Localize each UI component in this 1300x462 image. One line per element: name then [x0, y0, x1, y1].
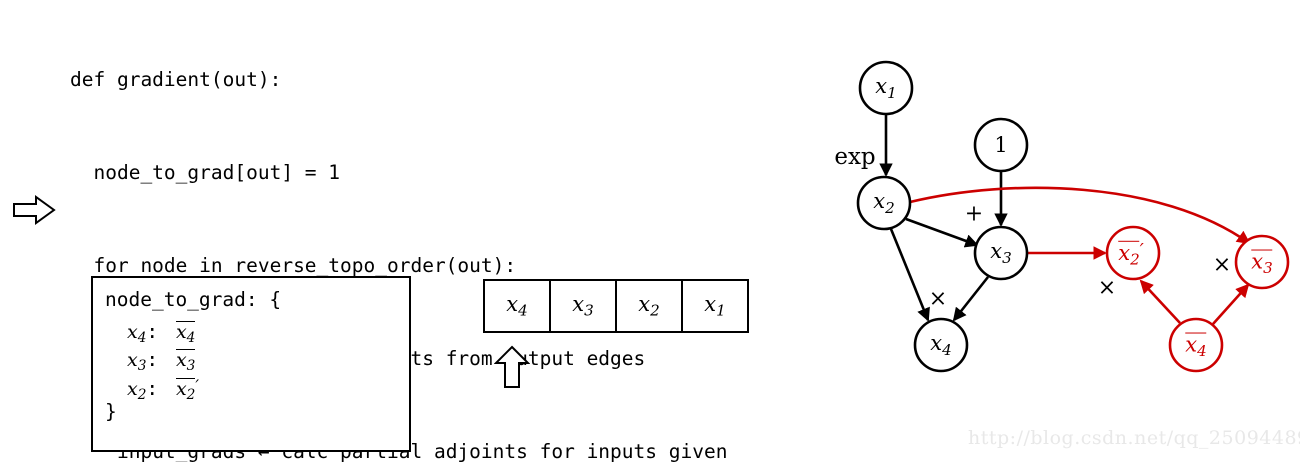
node-to-grad-entry-x4: x4: x4 — [127, 320, 196, 347]
topo-cell-x1[interactable]: x1 — [681, 279, 749, 333]
code-line-2: for node in reverse_topo_order(out): — [70, 254, 517, 277]
edge-x4bar-to-x3bar — [1212, 283, 1250, 325]
entry-value-x2bar: x2 — [175, 378, 196, 404]
node-to-grad-entry-x3: x3: x3 — [127, 348, 196, 375]
graph-node-label-x3: x3 — [990, 239, 1012, 267]
node-to-grad-title: node_to_grad: { — [105, 288, 282, 311]
edge-label-plus: + — [964, 201, 984, 227]
code-line-0: def gradient(out): — [70, 68, 282, 91]
edge-label-times-x2bar: × — [1097, 275, 1117, 301]
arrow-right-outline-icon — [13, 195, 56, 225]
edge-x2-to-x3bar-curved — [909, 186, 1251, 245]
entry-key-x3: x3 — [127, 349, 147, 375]
graph-node-label-x2: x2 — [873, 189, 895, 217]
entry-separator: : — [146, 320, 170, 343]
edge-x3-to-x4 — [952, 276, 990, 322]
table-row: x4 x3 x2 x1 — [483, 279, 749, 333]
graph-node-label-x2bar: x2′ — [1118, 239, 1144, 269]
entry-value-x4bar: x4 — [175, 321, 196, 347]
reverse-topo-order-table: x4 x3 x2 x1 — [483, 279, 749, 333]
edge-x2-to-x4 — [889, 228, 930, 322]
node-to-grad-entry-x2: x2: x2′ — [127, 376, 199, 403]
entry-key-x4: x4 — [127, 321, 147, 347]
node-to-grad-close-brace: } — [105, 400, 117, 423]
code-line-1: node_to_grad[out] = 1 — [70, 161, 341, 184]
edge-label-times-x3bar: × — [1212, 252, 1232, 278]
edge-label-times-x4: × — [928, 286, 948, 312]
arrow-up-outline-icon — [494, 345, 530, 388]
entry-separator: : — [146, 348, 170, 371]
topo-cell-x3[interactable]: x3 — [549, 279, 617, 333]
prime-mark: ′ — [195, 376, 200, 395]
graph-node-label-one: 1 — [994, 133, 1008, 157]
entry-key-x2: x2 — [127, 378, 147, 404]
edge-x4bar-to-x2bar — [1139, 279, 1181, 324]
watermark-text: http://blog.csdn.net/qq_25094489 — [968, 427, 1300, 449]
entry-value-x3bar: x3 — [175, 349, 196, 375]
graph-node-label-x1: x1 — [875, 74, 897, 102]
edge-label-exp: exp — [834, 144, 876, 170]
entry-separator: : — [146, 377, 170, 401]
topo-cell-x2[interactable]: x2 — [615, 279, 683, 333]
graph-node-label-x4bar: x4 — [1185, 332, 1207, 361]
graph-node-label-x3bar: x3 — [1251, 249, 1273, 278]
topo-cell-x4[interactable]: x4 — [483, 279, 551, 333]
graph-node-label-x4: x4 — [930, 331, 952, 359]
node-to-grad-panel: node_to_grad: { x4: x4 x3: x3 x2: x2′ } — [91, 276, 411, 452]
